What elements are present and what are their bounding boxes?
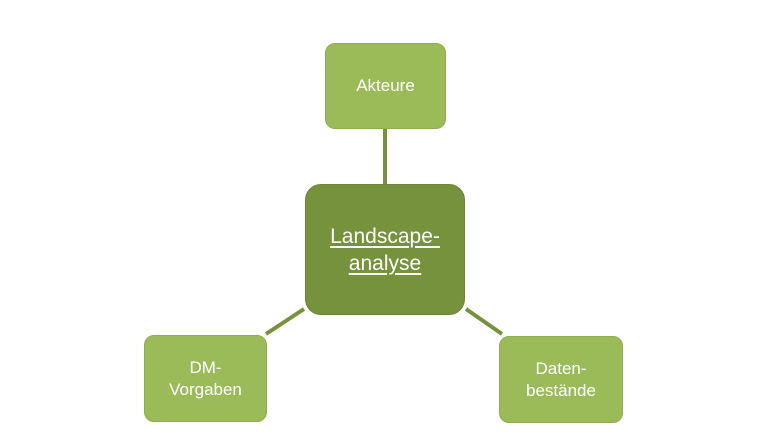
connector-left (264, 307, 306, 336)
node-left-line2: Vorgaben (169, 379, 242, 399)
node-datenbestaende[interactable]: Daten- bestände (499, 336, 623, 423)
connector-right (464, 307, 504, 336)
node-right-line2: bestände (526, 380, 596, 400)
node-center-line1: Landscape- (330, 224, 440, 248)
node-dm-vorgaben[interactable]: DM- Vorgaben (144, 335, 267, 422)
node-akteure-label: Akteure (356, 76, 415, 95)
node-center-line2: analyse (348, 251, 422, 275)
node-left-line1: DM- (189, 357, 222, 377)
node-akteure[interactable]: Akteure (325, 43, 446, 129)
node-landscape-analyse[interactable]: Landscape- analyse (305, 184, 465, 315)
node-right-line1: Daten- (535, 358, 587, 378)
